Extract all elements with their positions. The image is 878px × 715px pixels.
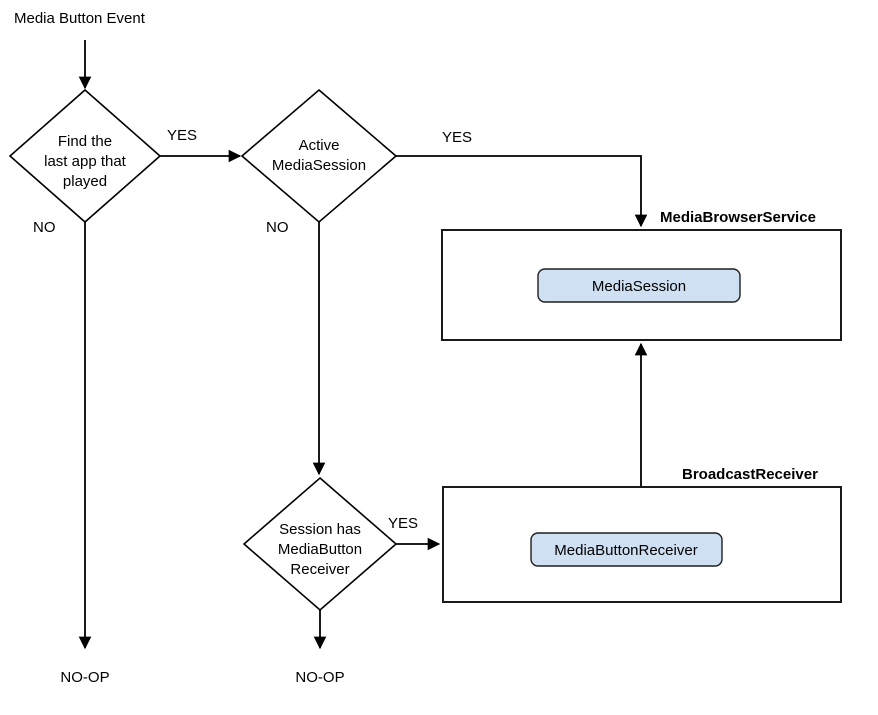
decision-active-mediasession xyxy=(240,88,398,224)
edge-label-active-mediasession-no: NO xyxy=(266,219,289,236)
chip-mediabuttonreceiver[interactable] xyxy=(530,532,723,567)
decision-session-has-mediabutton-receiver-line-3: Receiver xyxy=(290,561,349,578)
decision-find-last-app-line-3: played xyxy=(63,173,107,190)
decision-session-has-mediabutton-receiver-line-2: MediaButton xyxy=(278,541,362,558)
edge-label-session-has-mediabutton-receiver-yes: YES xyxy=(388,515,418,532)
entry-label: Media Button Event xyxy=(14,10,146,27)
edge-label-find-last-app-no: NO xyxy=(33,219,56,236)
decision-active-mediasession-line-2: MediaSession xyxy=(272,157,366,174)
container-label-broadcast-receiver: BroadcastReceiver xyxy=(682,466,818,483)
decision-find-last-app-line-2: last app that xyxy=(44,153,127,170)
edge-label-find-last-app-yes: YES xyxy=(167,127,197,144)
chip-label-mediabuttonreceiver: MediaButtonReceiver xyxy=(554,542,697,559)
connector-active-mediasession-yes xyxy=(396,155,648,228)
edge-label-active-mediasession-yes: YES xyxy=(442,129,472,146)
decision-active-mediasession-line-1: Active xyxy=(299,137,340,154)
decision-find-last-app-line-1: Find the xyxy=(58,133,112,150)
terminal-no-op-left: NO-OP xyxy=(60,669,109,686)
chip-label-mediasession: MediaSession xyxy=(592,278,686,295)
chip-mediasession[interactable] xyxy=(537,268,741,303)
container-label-media-browser-service: MediaBrowserService xyxy=(660,209,816,226)
terminal-no-op-middle: NO-OP xyxy=(295,669,344,686)
decision-session-has-mediabutton-receiver-line-1: Session has xyxy=(279,521,361,538)
